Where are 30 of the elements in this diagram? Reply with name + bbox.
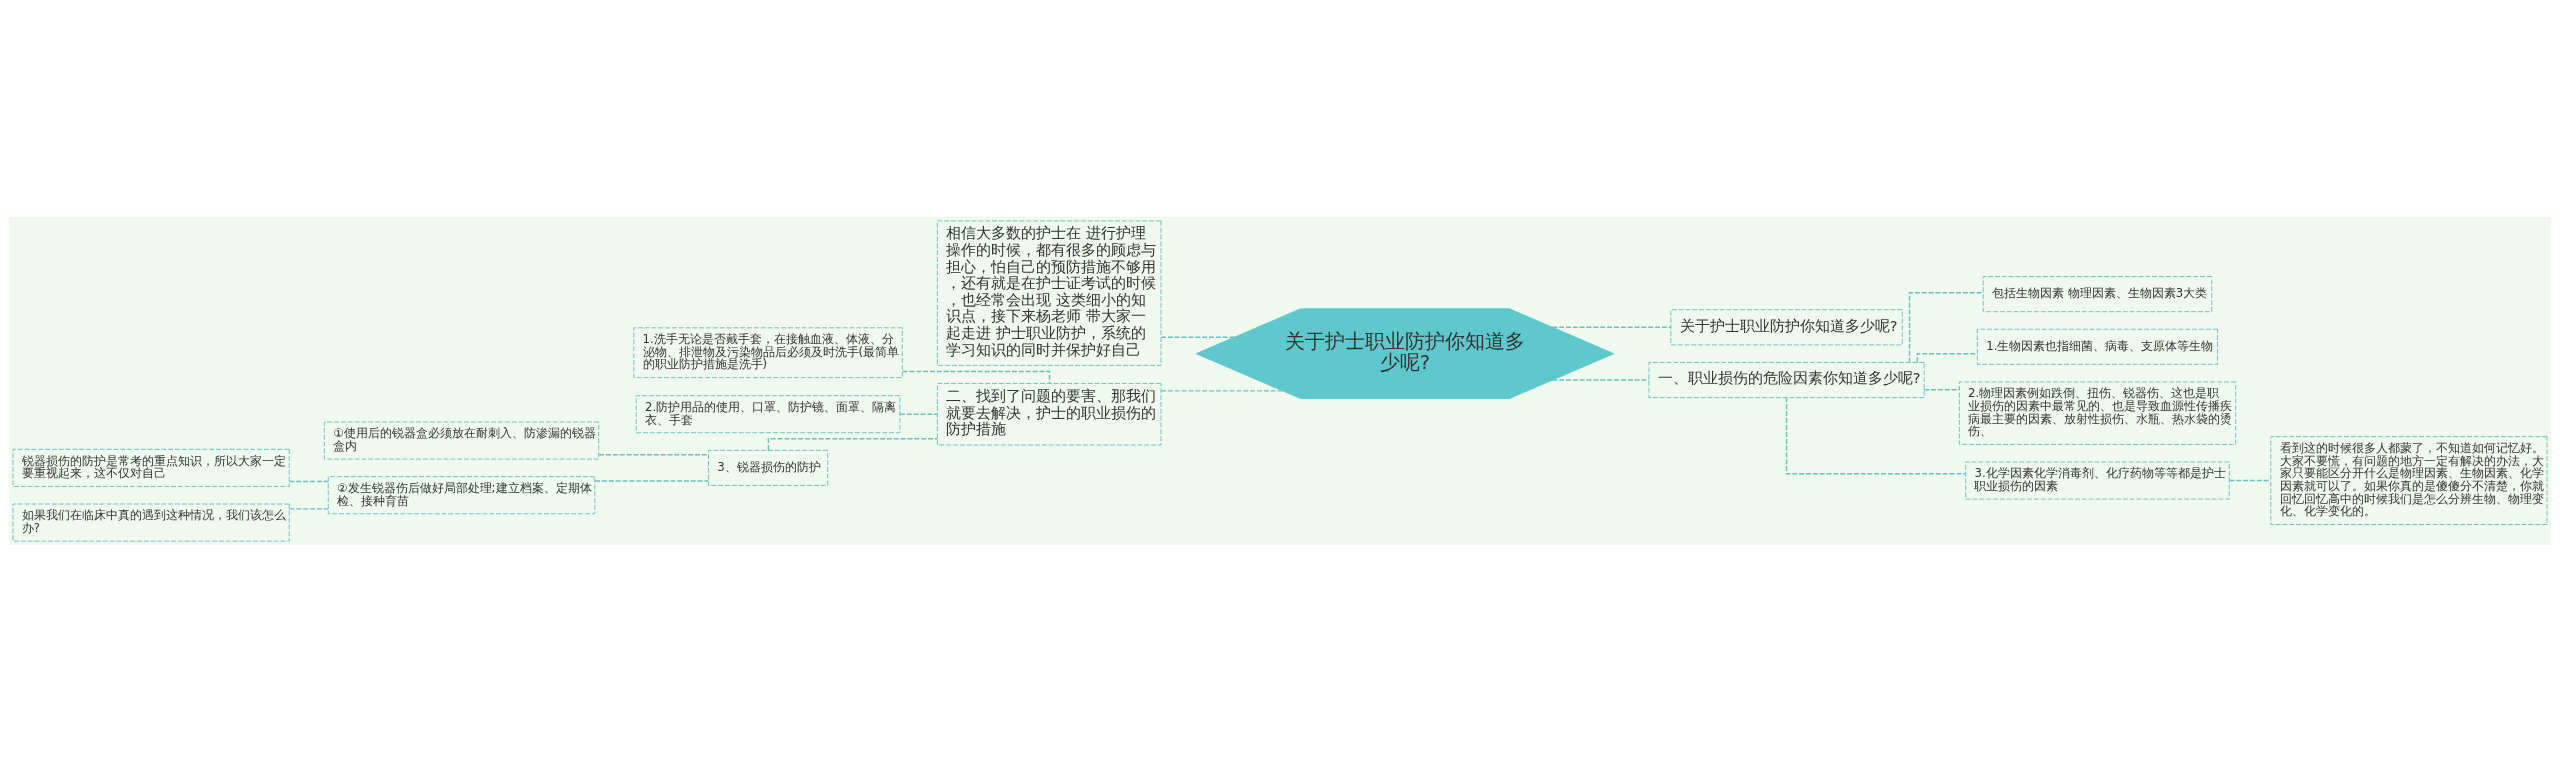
connector <box>2228 479 2272 482</box>
connector <box>1160 390 1284 392</box>
connector <box>1908 292 1984 364</box>
connector <box>1785 396 1967 475</box>
node-box: 一、职业损伤的危险因素你知道多少呢? <box>1648 361 1925 399</box>
node-box: 2.防护用品的使用、口罩、防护镜、面罩、隔离衣、手套 <box>635 395 901 434</box>
connector <box>1160 336 1235 338</box>
connector <box>288 480 329 483</box>
node-box: 2.物理因素例如跌倒、扭伤、锐器伤、这也是职业损伤的因素中最常见的、也是导致血源性传播疾病最主要的因素、放射性损伤、水瓶、热水袋的烫伤、 <box>1958 381 2237 445</box>
node-box: 包括生物因素 物理因素、生物因素3大类 <box>1982 276 2213 313</box>
node-box: 锐器损伤的防护是常考的重点知识，所以大家一定要重视起来，这不仅对自己 <box>12 448 290 487</box>
node-box: 3.化学因素化学消毒剂、化疗药物等等都是护士职业损伤的因素 <box>1965 461 2230 500</box>
node-box: 3、锐器损伤的防护 <box>708 449 829 486</box>
connector <box>594 480 709 482</box>
node-box: 1.生物因素也指细菌、病毒、支原体等生物 <box>1976 328 2219 365</box>
connector <box>901 370 1051 384</box>
node-box: 看到这的时候很多人都蒙了，不知道如何记忆好。大家不要慌，有问题的地方一定有解决的办法，大家只要能区分开什么是物理因素、生物因素、化学因素就可以了。如果你真的是傻傻分不清楚，你就回忆回忆高中的时候我们是怎么分辨生物、物理变化、化学变化的。 <box>2270 436 2548 525</box>
connector <box>1551 379 1650 381</box>
node-box: 如果我们在临床中真的遇到这种情况，我们该怎么办? <box>12 503 290 542</box>
node-box: 关于护士职业防护你知道多少呢? <box>1670 309 1903 346</box>
node-box: ①使用后的锐器盒必须放在耐刺入、防渗漏的锐器盒内 <box>323 421 600 460</box>
node-box: 二、找到了问题的要害、那我们就要去解决，护士的职业损伤的防护措施 <box>936 382 1162 446</box>
connector <box>899 413 938 415</box>
connector <box>288 508 329 510</box>
node-box: 1.洗手无论是否戴手套，在接触血液、体液、分泌物、排泄物及污染物品后必须及时洗手(最简单的职业防护措施是洗手) <box>633 327 903 379</box>
node-box: 相信大多数的护士在 进行护理操作的时候，都有很多的顾虑与担心，怕自己的预防措施不够用，还有就是在护士证考试的时候，也经常会出现 这类细小的知识点，接下来杨老师 带大家一起走进 护士职业防护，系统的学习知识的同时并保护好自己 <box>936 220 1162 366</box>
node-box: ②发生锐器伤后做好局部处理;建立档案、定期体检、接种育苗 <box>327 476 596 515</box>
connector <box>598 453 710 456</box>
connector <box>1551 326 1672 329</box>
connector <box>1923 389 1960 391</box>
